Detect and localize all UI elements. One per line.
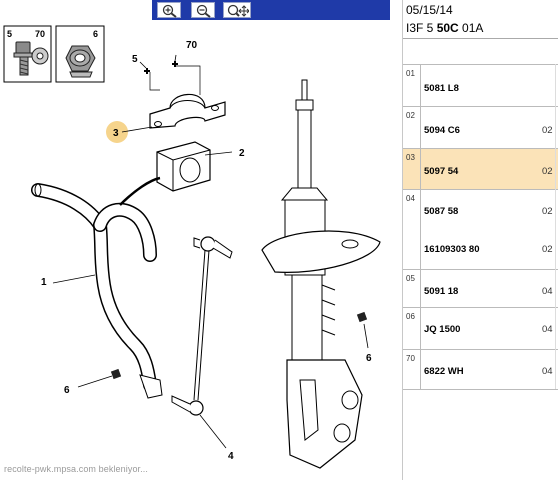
legend-nut-number: 6 — [93, 29, 98, 39]
row-index: 04 — [406, 194, 415, 203]
row-separator — [420, 270, 421, 307]
part-reference[interactable]: 16109303 80 — [424, 244, 480, 255]
panel-code-suffix: 01A — [458, 21, 484, 35]
zoom-in-icon — [162, 4, 177, 18]
part-reference[interactable]: 5087 58 — [424, 206, 459, 217]
row-index: 06 — [406, 312, 415, 321]
part-row-05[interactable]: 05 5091 18 04 — [403, 270, 558, 308]
zoom-out-button[interactable] — [191, 2, 215, 18]
part-quantity: 02 — [542, 166, 553, 177]
parts-panel: 05/15/14 I3F 5 50C 01A 01 5081 L8 02 509… — [402, 0, 558, 480]
legend-box-nut — [55, 25, 105, 83]
part-row-03[interactable]: 03 5097 54 02 — [403, 149, 558, 190]
panel-scroll-column[interactable] — [555, 64, 558, 389]
row-separator — [420, 107, 421, 148]
zoom-toolbar — [0, 0, 402, 20]
row-index: 01 — [406, 69, 415, 78]
row-separator — [420, 350, 421, 389]
row-separator — [420, 149, 421, 189]
nut-icon — [65, 45, 96, 78]
part-row-06[interactable]: 06 JQ 1500 04 — [403, 308, 558, 350]
callout-2: 2 — [239, 148, 245, 159]
part-row-04[interactable]: 04 5087 58 02 16109303 80 02 — [403, 190, 558, 270]
panel-code: I3F 5 50C 01A — [406, 21, 483, 35]
callout-1: 1 — [41, 277, 47, 288]
bushing — [156, 141, 233, 192]
header-divider — [403, 38, 558, 39]
clamp-bracket — [106, 93, 226, 143]
parts-table: 01 5081 L8 02 5094 C6 02 03 5097 54 02 0… — [403, 64, 558, 390]
legend-bolt-number: 5 — [7, 29, 12, 39]
nut-markers — [77, 311, 369, 388]
part-reference[interactable]: JQ 1500 — [424, 324, 461, 335]
callout-6-right: 6 — [366, 353, 372, 364]
row-index: 70 — [406, 354, 415, 363]
legend-bolt-qty: 70 — [35, 29, 45, 39]
row-separator — [420, 308, 421, 349]
row-index: 03 — [406, 153, 415, 162]
part-reference[interactable]: 5091 18 — [424, 286, 459, 297]
anti-roll-bar — [31, 176, 163, 399]
zoom-pan-icon — [227, 4, 249, 17]
part-quantity: 02 — [542, 244, 553, 255]
callout-4: 4 — [228, 451, 234, 462]
part-reference[interactable]: 5094 C6 — [424, 125, 460, 136]
zoom-in-button[interactable] — [157, 2, 181, 18]
callout-70: 70 — [186, 40, 198, 51]
bolt-icon — [13, 41, 49, 76]
suspension-strut — [261, 79, 381, 469]
part-quantity: 02 — [542, 206, 553, 217]
status-text: recolte-pwk.mpsa.com bekleniyor... — [4, 464, 148, 474]
row-index: 02 — [406, 111, 415, 120]
part-quantity: 04 — [542, 366, 553, 377]
parts-diagram: 5 70 6 — [3, 25, 381, 469]
part-quantity: 02 — [542, 125, 553, 136]
part-reference[interactable]: 5081 L8 — [424, 83, 459, 94]
zoom-out-icon — [196, 4, 211, 18]
row-separator — [420, 65, 421, 106]
zoom-pan-button[interactable] — [223, 2, 251, 18]
part-row-70[interactable]: 70 6822 WH 04 — [403, 350, 558, 390]
callout-highlight — [106, 121, 128, 143]
legend-box-bolt — [3, 25, 52, 83]
callout-5: 5 — [132, 54, 138, 65]
callout-6-left: 6 — [64, 385, 70, 396]
stabiliser-link — [171, 236, 233, 449]
part-reference[interactable]: 5097 54 — [424, 166, 459, 177]
part-row-02[interactable]: 02 5094 C6 02 — [403, 107, 558, 149]
part-row-01[interactable]: 01 5081 L8 — [403, 65, 558, 107]
panel-code-prefix: I3F 5 — [406, 21, 437, 35]
part-quantity: 04 — [542, 324, 553, 335]
row-separator — [420, 190, 421, 269]
part-reference[interactable]: 6822 WH — [424, 366, 464, 377]
fastener-markers — [139, 54, 201, 95]
panel-code-bold: 50C — [436, 21, 459, 35]
row-index: 05 — [406, 274, 415, 283]
callout-3: 3 — [113, 128, 119, 139]
diagram-viewer[interactable]: 5 70 6 — [0, 0, 402, 480]
part-quantity: 04 — [542, 286, 553, 297]
panel-date: 05/15/14 — [406, 3, 453, 17]
